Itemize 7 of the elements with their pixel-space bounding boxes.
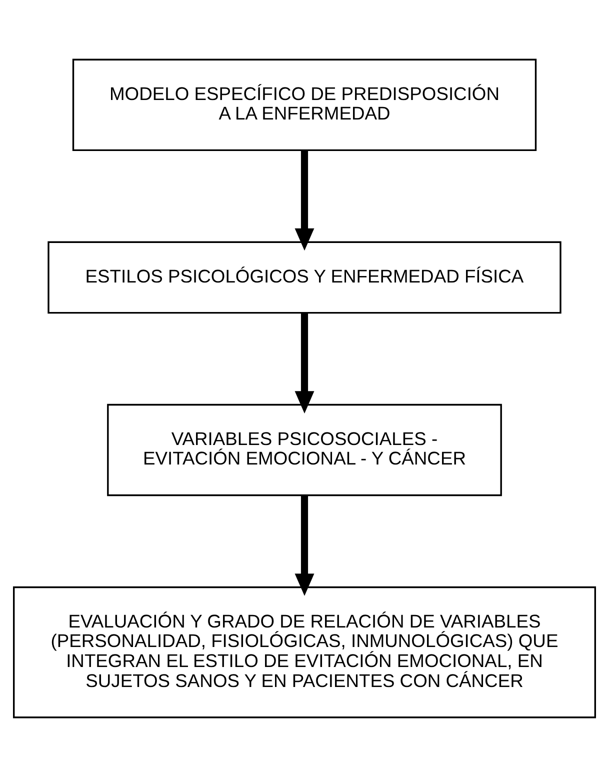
node-box: VARIABLES PSICOSOCIALES - EVITACIÓN EMOCIONAL - Y CÁNCER — [107, 403, 502, 496]
node-box: EVALUACIÓN Y GRADO DE RELACIÓN DE VARIABLES (PERSONALIDAD, FISIOLÓGICAS, INMUNOLÓGICAS) QUE INTEGRAN EL ESTILO DE EVITACIÓN EMOCIONAL, EN SUJETOS SANOS Y EN PACIENTES CON CÁNCER — [13, 586, 596, 718]
arrow — [294, 495, 314, 596]
node-box: MODELO ESPECÍFICO DE PREDISPOSICIÓN A LA ENFERMEDAD — [72, 58, 537, 151]
arrow — [294, 312, 314, 413]
node-box: ESTILOS PSICOLÓGICOS Y ENFERMEDAD FÍSICA — [48, 240, 562, 314]
arrow — [294, 150, 314, 250]
